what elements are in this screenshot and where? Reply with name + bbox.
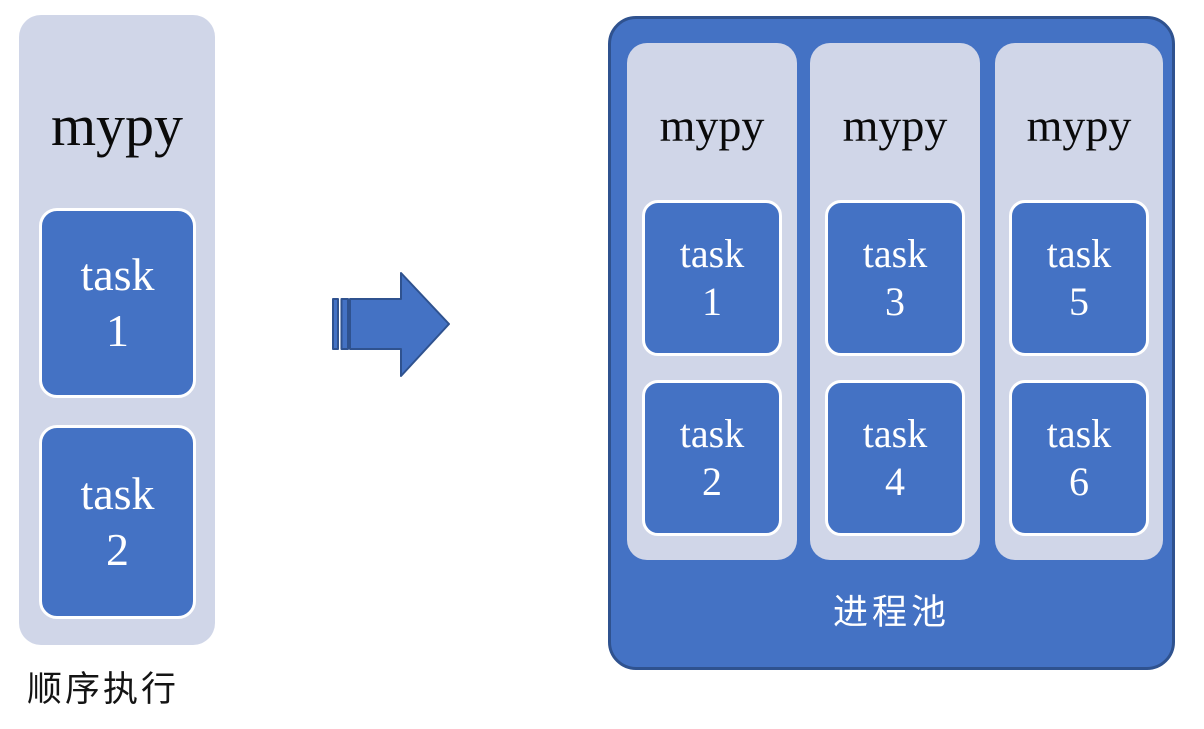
task-word: task <box>679 231 745 276</box>
task-box-3: task 3 <box>825 200 965 356</box>
process-pool-panel: mypy task 1 task 2 mypy task 3 task 4 my… <box>608 16 1175 670</box>
task-number: 2 <box>702 459 722 504</box>
task-number: 6 <box>1069 459 1089 504</box>
task-word: task <box>862 411 928 456</box>
task-box-1: task 1 <box>642 200 782 356</box>
task-box-1: task 1 <box>39 208 196 398</box>
task-word: task <box>862 231 928 276</box>
worker-column-1: mypy task 1 task 2 <box>627 43 797 560</box>
task-box-5: task 5 <box>1009 200 1149 356</box>
worker-column-3: mypy task 5 task 6 <box>995 43 1163 560</box>
sequential-caption: 顺序执行 <box>27 670 180 709</box>
task-number: 5 <box>1069 279 1089 324</box>
task-number: 4 <box>885 459 905 504</box>
worker-title: mypy <box>1026 100 1132 151</box>
worker-title: mypy <box>842 100 948 151</box>
task-number: 2 <box>106 524 129 575</box>
task-word: task <box>679 411 745 456</box>
task-number: 1 <box>106 305 129 356</box>
task-word: task <box>1046 231 1112 276</box>
worker-title: mypy <box>659 100 765 151</box>
task-box-6: task 6 <box>1009 380 1149 536</box>
striped-right-arrow-icon <box>332 272 450 377</box>
task-word: task <box>80 467 155 519</box>
task-box-2: task 2 <box>39 425 196 619</box>
task-number: 3 <box>885 279 905 324</box>
sequential-process-panel: mypy task 1 task 2 <box>19 15 215 645</box>
process-title: mypy <box>50 93 184 158</box>
pool-label: 进程池 <box>832 593 950 632</box>
task-number: 1 <box>702 279 722 324</box>
task-box-4: task 4 <box>825 380 965 536</box>
task-word: task <box>80 248 155 300</box>
task-box-2: task 2 <box>642 380 782 536</box>
task-word: task <box>1046 411 1112 456</box>
worker-column-2: mypy task 3 task 4 <box>810 43 980 560</box>
